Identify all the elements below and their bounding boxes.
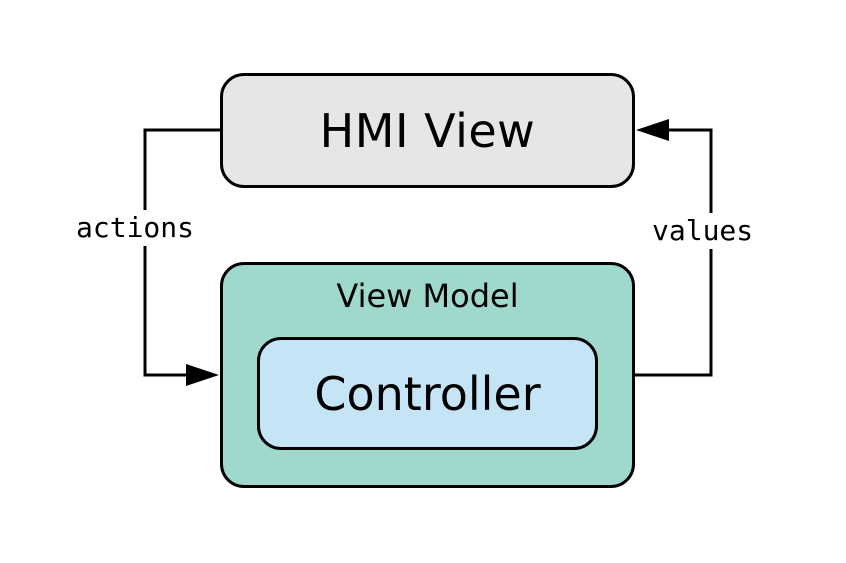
actions-edge-label: actions bbox=[76, 210, 195, 246]
hmi-view-node: HMI View bbox=[220, 73, 635, 188]
values-connector bbox=[635, 128, 713, 377]
hmi-view-label: HMI View bbox=[319, 103, 536, 158]
controller-label: Controller bbox=[314, 366, 541, 421]
controller-node: Controller bbox=[257, 337, 598, 450]
values-arrowhead bbox=[636, 119, 669, 141]
view-model-label: View Model bbox=[336, 277, 519, 315]
actions-arrowhead bbox=[186, 364, 219, 386]
values-edge-label: values bbox=[652, 213, 754, 249]
actions-connector bbox=[143, 128, 220, 377]
